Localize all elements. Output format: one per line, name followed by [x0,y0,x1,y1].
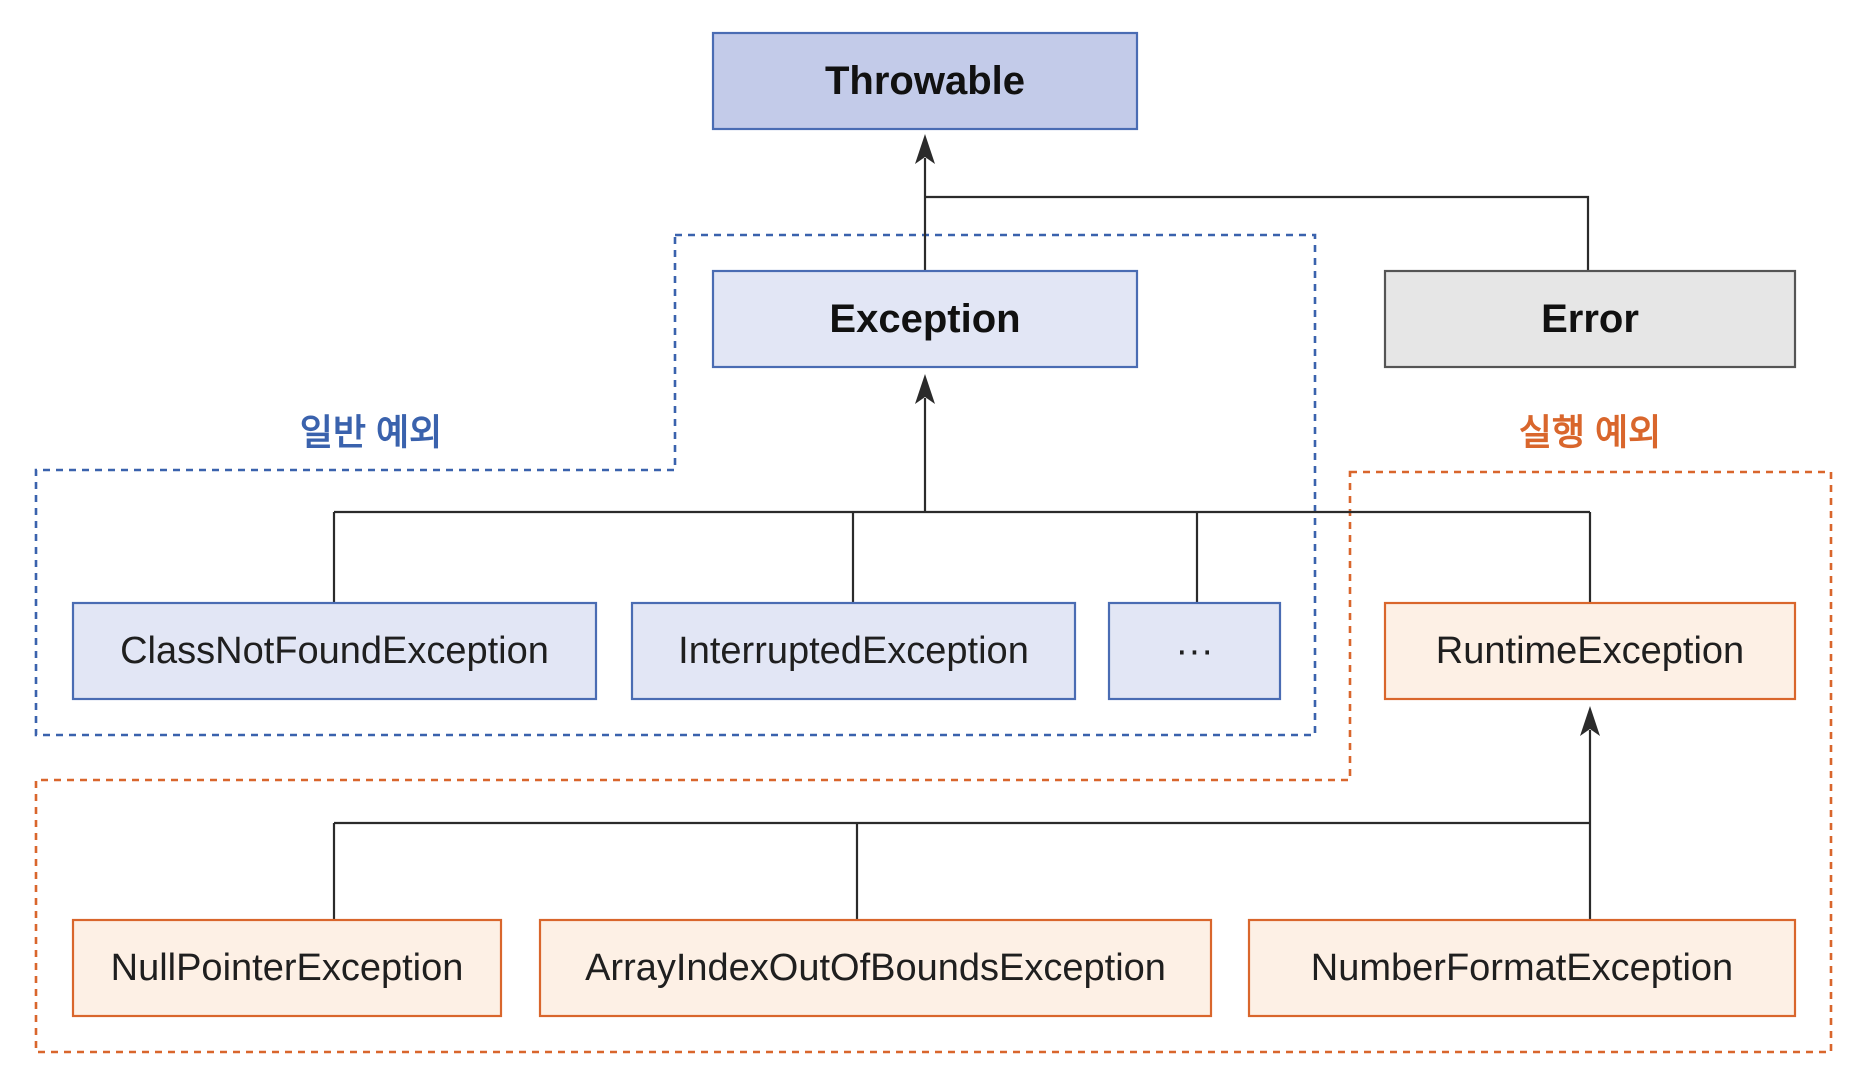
node-numberformatexception: NumberFormatException [1247,918,1797,1018]
edges-to-throwable [915,134,1590,271]
node-error-label: Error [1541,297,1639,341]
node-runtimeexception-label: RuntimeException [1436,630,1744,672]
node-numberformatexception-box [1247,918,1797,1018]
node-error: Error [1383,269,1797,369]
node-arrayindexoutofboundsexception-box [538,918,1213,1018]
node-runtimeexception: RuntimeException [1383,601,1797,701]
node-error-box [1383,269,1797,369]
node-runtimeexception-box [1383,601,1797,701]
node-nullpointerexception: NullPointerException [71,918,503,1018]
edge-error-to-throwable [925,195,1590,271]
node-exception-box [711,269,1139,369]
edges-to-runtime-exception [332,706,1600,920]
node-numberformatexception-label: NumberFormatException [1311,947,1733,989]
node-interruptedexception-label: InterruptedException [678,630,1029,672]
checked-exception-region [34,233,1317,737]
node-nullpointerexception-box [71,918,503,1018]
arrowhead-runtime-exception [1580,706,1600,736]
node-classnotfoundexception: ClassNotFoundException [71,601,598,701]
node-arrayindexoutofboundsexception-label: ArrayIndexOutOfBoundsException [585,947,1166,989]
runtime-exception-region [34,470,1833,1054]
node-throwable-label: Throwable [825,59,1025,103]
node-ellipsis: ··· [1107,601,1282,701]
node-exception-label: Exception [829,297,1020,341]
node-ellipsis-box [1107,601,1282,701]
node-ellipsis-label: ··· [1176,630,1214,672]
node-throwable-box [711,31,1139,131]
edges-to-exception [332,374,1592,603]
node-exception: Exception [711,269,1139,369]
node-interruptedexception: InterruptedException [630,601,1077,701]
node-arrayindexoutofboundsexception: ArrayIndexOutOfBoundsException [538,918,1213,1018]
runtime-exception-label: 실행 예외 [1519,412,1661,453]
node-classnotfoundexception-box [71,601,598,701]
node-interruptedexception-box [630,601,1077,701]
node-throwable: Throwable [711,31,1139,131]
arrowhead-throwable [915,134,935,164]
checked-exception-label: 일반 예외 [300,412,442,453]
node-classnotfoundexception-label: ClassNotFoundException [120,630,549,672]
arrowhead-exception [915,374,935,404]
node-nullpointerexception-label: NullPointerException [111,947,464,989]
